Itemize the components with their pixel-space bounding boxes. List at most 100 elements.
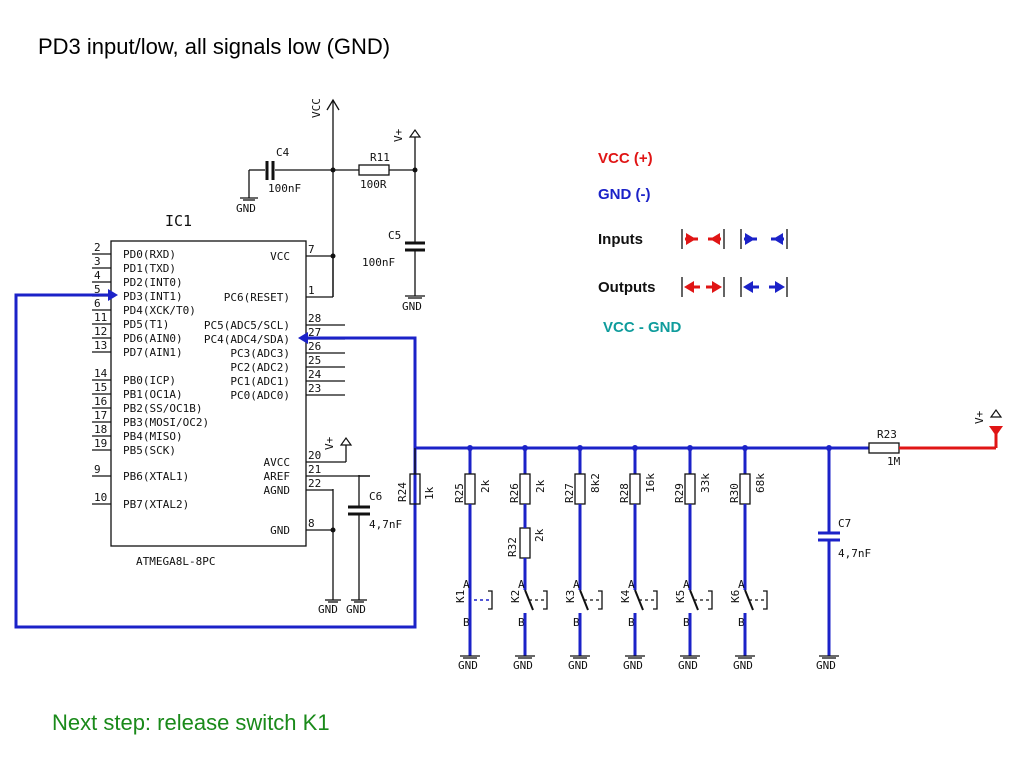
ic1-pin-label: PC0(ADC0) [230,389,290,402]
c5-value: 100nF [362,256,395,269]
resistor-ref: R29 [673,483,686,503]
ic1-pin-number: 22 [308,477,321,490]
vplus-label-r23: V+ [973,410,986,424]
legend-gnd: GND (-) [598,186,651,203]
switch-terminal-b: B [738,616,745,629]
input-arrow-icons [681,229,788,249]
legend: VCC (+) GND (-) Inputs Outputs VCC - GND [598,150,788,336]
gnd-label-c6: GND [346,603,366,616]
ic1-pin-number: 5 [94,283,101,296]
vplus-label-top: V+ [392,128,405,142]
ic1-pin-number: 28 [308,312,321,325]
resistor-ref: R25 [453,483,466,503]
c6-value: 4,7nF [369,518,402,531]
ic1-pin-number: 18 [94,423,107,436]
ic1-pin-number: 20 [308,449,321,462]
slide-title: PD3 input/low, all signals low (GND) [38,34,391,59]
c4-value: 100nF [268,182,301,195]
ic1-pin-label: PD0(RXD) [123,248,176,261]
switch-ref: K3 [564,590,577,603]
switch-terminal-a: A [683,578,690,591]
ic1-pin-label: PB1(OC1A) [123,388,183,401]
gnd-label: GND [568,659,588,672]
vplus-label-avcc: V+ [323,436,336,450]
ic1-pin-number: 2 [94,241,101,254]
c4-ref: C4 [276,146,290,159]
pc4-adc-wire [298,332,417,448]
ic1-pin-label: PC6(RESET) [224,291,290,304]
ic1-ref: IC1 [165,212,192,230]
switch-ref: K1 [454,590,467,603]
r11-ref: R11 [370,151,390,164]
switch-terminal-a: A [738,578,745,591]
ic1-pin-number: 4 [94,269,101,282]
ic1-pin-label: PC3(ADC3) [230,347,290,360]
r24-ref: R24 [396,482,409,502]
ic1-pin-number: 15 [94,381,107,394]
ic1-pin-number: 9 [94,463,101,476]
ic1-pin-label: PB3(MOSI/OC2) [123,416,209,429]
r24-value: 1k [423,486,436,500]
ic1-pin-number: 3 [94,255,101,268]
ic1-pin-label: PD7(AIN1) [123,346,183,359]
r32-ref: R32 [506,537,519,557]
resistor-body [464,473,476,505]
resistor-body [739,473,751,505]
ic1-pin-label: PD3(INT1) [123,290,183,303]
pd3-feedback-wire [14,289,417,629]
gnd-label: GND [678,659,698,672]
resistor-value: 2k [534,479,547,493]
ic1-pin-number: 21 [308,463,321,476]
resistor-value: 16k [644,473,657,493]
c7-value: 4,7nF [838,547,871,560]
ic1-pin-label: PD2(INT0) [123,276,183,289]
ic1-pin-number: 10 [94,491,107,504]
legend-vcc-gnd: VCC - GND [603,319,682,336]
switch-ref: K4 [619,589,632,603]
ic1-pin-label: AGND [264,484,291,497]
ic1-pin-number: 11 [94,311,107,324]
c6-ref: C6 [369,490,382,503]
switch-ref: K2 [509,590,522,603]
gnd-label: GND [623,659,643,672]
ic1-pin-number: 19 [94,437,107,450]
resistor-body [574,473,586,505]
ic1-pin-label: PC4(ADC4/SDA) [204,333,290,346]
ic1-pin-number: 26 [308,340,321,353]
resistor-value: 68k [754,473,767,493]
resistor-ref: R26 [508,483,521,503]
c7-ref: C7 [838,517,851,530]
ic1-pin-number: 1 [308,284,315,297]
switch-ref: K6 [729,590,742,603]
ic1-pin-label: PB6(XTAL1) [123,470,189,483]
gnd-label: GND [458,659,478,672]
switch-terminal-a: A [518,578,525,591]
ic1-pin-number: 12 [94,325,107,338]
ic1-pin-label: PC5(ADC5/SCL) [204,319,290,332]
ic1-pin-number: 8 [308,517,315,530]
vcc-label: VCC [310,98,323,118]
switch-terminal-a: A [628,578,635,591]
analog-supply-section: V+ GND GND C6 4,7nF [306,436,402,616]
ic1-pin-label: VCC [270,250,290,263]
resistor-ladder-bus: R23 1M V+ R24 1k GND C7 4,7nF R32 2k [396,408,1003,672]
resistor-value: 2k [479,479,492,493]
ic1-pin-label: PC1(ADC1) [230,375,290,388]
ic1-pin-label: PD1(TXD) [123,262,176,275]
ic1-pin-label: PB4(MISO) [123,430,183,443]
gnd-label: GND [733,659,753,672]
gnd-label-c7: GND [816,659,836,672]
ic1-pin-label: PB2(SS/OC1B) [123,402,202,415]
ic1-pin-label: AREF [264,470,291,483]
r23-ref: R23 [877,428,897,441]
ic1-pin-number: 27 [308,326,321,339]
gnd-label-c4: GND [236,202,256,215]
ic1-pin-number: 13 [94,339,107,352]
output-arrow-icons [681,277,788,297]
ic1-pin-number: 17 [94,409,107,422]
